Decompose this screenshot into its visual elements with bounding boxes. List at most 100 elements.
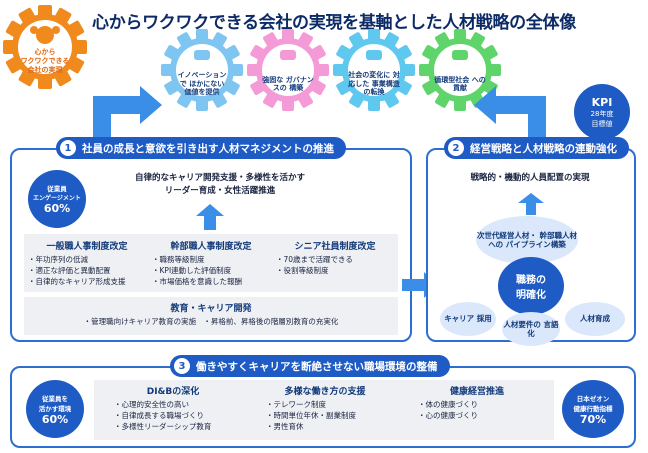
section3-column-item-text: 多様性リーダーシップ教育 <box>121 421 212 431</box>
section3-left-kpi-label2: 活かす環境 <box>38 404 72 413</box>
section1-center-line1: 自律的なキャリア開発支援・多様性を活かす <box>134 173 305 183</box>
section3-column-item: ・自律成長する職場づくり <box>114 410 205 420</box>
section1-column-item-text: 職務等級制度 <box>159 255 205 264</box>
section3-column-item-text: 体の健康づくり <box>425 400 479 409</box>
section3-column-item: ・心理的安全性の高い <box>114 400 190 409</box>
section1-column-item-text: KPI連動した評価制度 <box>159 265 232 275</box>
section3-column-item: ・テレワーク制度 <box>266 400 327 409</box>
section3-columns-box <box>94 380 554 440</box>
education-box <box>24 297 398 335</box>
kpi-line2: 目標値 <box>591 119 613 128</box>
orange-gear-icon <box>3 5 87 89</box>
section3-right-kpi-value: 70% <box>579 412 607 426</box>
education-items: ・管理職向けキャリア教育の実施 ・昇格前、昇格後の階層別教育の充実化 <box>83 317 339 326</box>
kpi-badge: KPI 28年度 目標値 <box>574 84 630 140</box>
section3-right-kpi-badge: 日本ゼオン 健康行動指標 70% <box>562 380 624 438</box>
education-item-2: 昇格前、昇格後の階層別教育の充実化 <box>210 317 339 326</box>
section3-column-item: ・心の健康づくり <box>418 410 479 420</box>
section1-column-item-text: 年功序列の低減 <box>35 255 89 264</box>
section1-column-item-text: 適正な評価と異動配置 <box>35 265 111 275</box>
section1-columns-box <box>24 234 398 292</box>
education-title: 教育・キャリア開発 <box>170 304 252 314</box>
section2-title: 経営戦略と人材戦略の連動強化 <box>470 142 617 155</box>
section1-column-2: 幹部職人事制度改定・職務等級制度・KPI連動した評価制度・市場価格を意識した報酬 <box>152 239 270 288</box>
section3-left-kpi-value: 60% <box>41 412 69 426</box>
section3-left-kpi-label1: 従業員を <box>42 394 68 403</box>
section2-header: 2 経営戦略と人材戦略の連動強化 <box>444 137 629 159</box>
section3-column-1: DI&Bの深化・心理的安全性の高い・自律成長する職場づくり・多様性リーダーシップ… <box>100 384 246 433</box>
section2-core-line1: 職務の <box>516 275 546 286</box>
kpi-title: KPI <box>591 95 613 109</box>
vision-line2: ワクワクできる <box>20 56 70 65</box>
section3-column-item: ・多様性リーダーシップ教育 <box>114 421 212 431</box>
section1-kpi-label2: エンゲージメント <box>33 195 81 202</box>
section3-column-item-text: 心の健康づくり <box>425 410 479 420</box>
value-gear-label-4: 循環型社会 への貢献 <box>434 75 486 92</box>
left-up-arrow-head-bar <box>93 96 145 114</box>
section3-column-item-text: 時間単位年休・副業制度 <box>273 410 357 420</box>
section1-column-item: ・適正な評価と異動配置 <box>28 265 111 275</box>
value-gear-label-2: 強固な ガバナンスの 構築 <box>262 75 314 92</box>
value-gear-emblem-icon <box>452 50 468 60</box>
section3-column-title: 多様な働き方の支援 <box>284 387 366 397</box>
section3-right-kpi-label2: 健康行動指標 <box>573 404 613 413</box>
value-gear-3: 社会の変化に 対応した 事業構造の転換 <box>332 28 416 112</box>
vision-line1: 心から <box>34 48 56 56</box>
section1-column-title: 幹部職人事制度改定 <box>170 242 252 252</box>
section2-subtitle: 戦略的・機動的人員配置の実現 <box>470 173 590 183</box>
section3-column-2: 多様な働き方の支援・テレワーク制度・時間単位年休・副業制度・男性育休 <box>252 384 398 433</box>
section1-column-title: シニア社員制度改定 <box>294 242 376 252</box>
section1-column-item: ・KPI連動した評価制度 <box>152 265 232 275</box>
section3-column-item-text: 心理的安全性の高い <box>121 400 190 409</box>
section3-right-kpi-label1: 日本ゼオン <box>576 394 610 403</box>
bubble-pipeline: 次世代経営人材・ 幹部職人材への パイプライン構築 <box>476 216 578 264</box>
section3-column-item: ・体の健康づくり <box>418 400 479 409</box>
section1-column-item: ・70歳まで活躍できる <box>276 255 353 264</box>
education-item-1: 管理職向けキャリア教育の実施 <box>91 317 197 326</box>
right-up-arrow-bar <box>494 96 546 114</box>
section1-up-arrow-icon <box>196 204 224 230</box>
section1-column-title: 一般職人事制度改定 <box>46 242 128 252</box>
section2-up-arrow-icon <box>518 193 544 215</box>
vision-line3: 会社の実現 <box>27 65 63 74</box>
bubble-career-hiring: キャリア 採用 <box>440 302 496 336</box>
value-gear-2: 強固な ガバナンスの 構築 <box>246 28 330 112</box>
section3-column-title: 健康経営推進 <box>449 387 504 397</box>
value-gear-emblem-icon <box>366 50 382 60</box>
section2-number: 2 <box>448 140 464 156</box>
section2-core-line2: 明確化 <box>516 290 546 301</box>
gear-icon <box>161 29 243 111</box>
section3-column-item-text: 男性育休 <box>273 421 304 431</box>
section1-title: 社員の成長と意欲を引き出す人材マネジメントの推進 <box>82 142 334 155</box>
section3-title: 働きやすくキャリアを断絶させない職場環境の整備 <box>196 360 438 373</box>
section3-column-item-text: 自律成長する職場づくり <box>121 410 205 420</box>
section3-column-item-text: テレワーク制度 <box>273 400 327 409</box>
section1-column-item: ・市場価格を意識した報酬 <box>152 276 243 286</box>
bubble-requirements: 人材要件の 言語化 <box>502 312 560 346</box>
gear-icon <box>333 29 415 111</box>
kpi-line1: 28年度 <box>590 109 614 118</box>
right-arrow-head-icon <box>474 86 496 124</box>
section3-number: 3 <box>174 358 190 374</box>
section1-column-item: ・年功序列の低減 <box>28 255 89 264</box>
gear-icon <box>247 29 329 111</box>
value-gear-label-1: イノベーションで ほかにない 価値を提供 <box>177 71 227 97</box>
section1-center-text: 自律的なキャリア開発支援・多様性を活かす リーダー育成・女性活躍推進 <box>110 172 330 198</box>
section1-column-item: ・役割等級制度 <box>276 265 329 275</box>
section1-column-item-text: 役割等級制度 <box>283 265 329 275</box>
section3-left-kpi-badge: 従業員を 活かす環境 60% <box>26 380 84 438</box>
section1-column-item: ・自律的なキャリア形成支援 <box>28 276 126 286</box>
value-gear-emblem-icon <box>280 50 296 60</box>
section3-header: 3 働きやすくキャリアを断絶させない職場環境の整備 <box>170 355 450 377</box>
left-arrow-head-icon <box>140 86 162 124</box>
section2-core-circle: 職務の 明確化 <box>498 257 564 315</box>
section1-column-3: シニア社員制度改定・70歳まで活躍できる・役割等級制度 <box>276 239 394 277</box>
section1-column-item-text: 自律的なキャリア形成支援 <box>35 276 126 286</box>
section1-column-item: ・職務等級制度 <box>152 255 205 264</box>
section1-column-item-text: 市場価格を意識した報酬 <box>159 276 243 286</box>
section1-center-line2: リーダー育成・女性活躍推進 <box>164 185 276 196</box>
section3-column-item: ・男性育休 <box>266 421 304 431</box>
section3-column-title: DI&Bの深化 <box>146 387 200 397</box>
value-gear-emblem-icon <box>194 50 210 60</box>
section1-kpi-label1: 従業員 <box>47 185 67 193</box>
